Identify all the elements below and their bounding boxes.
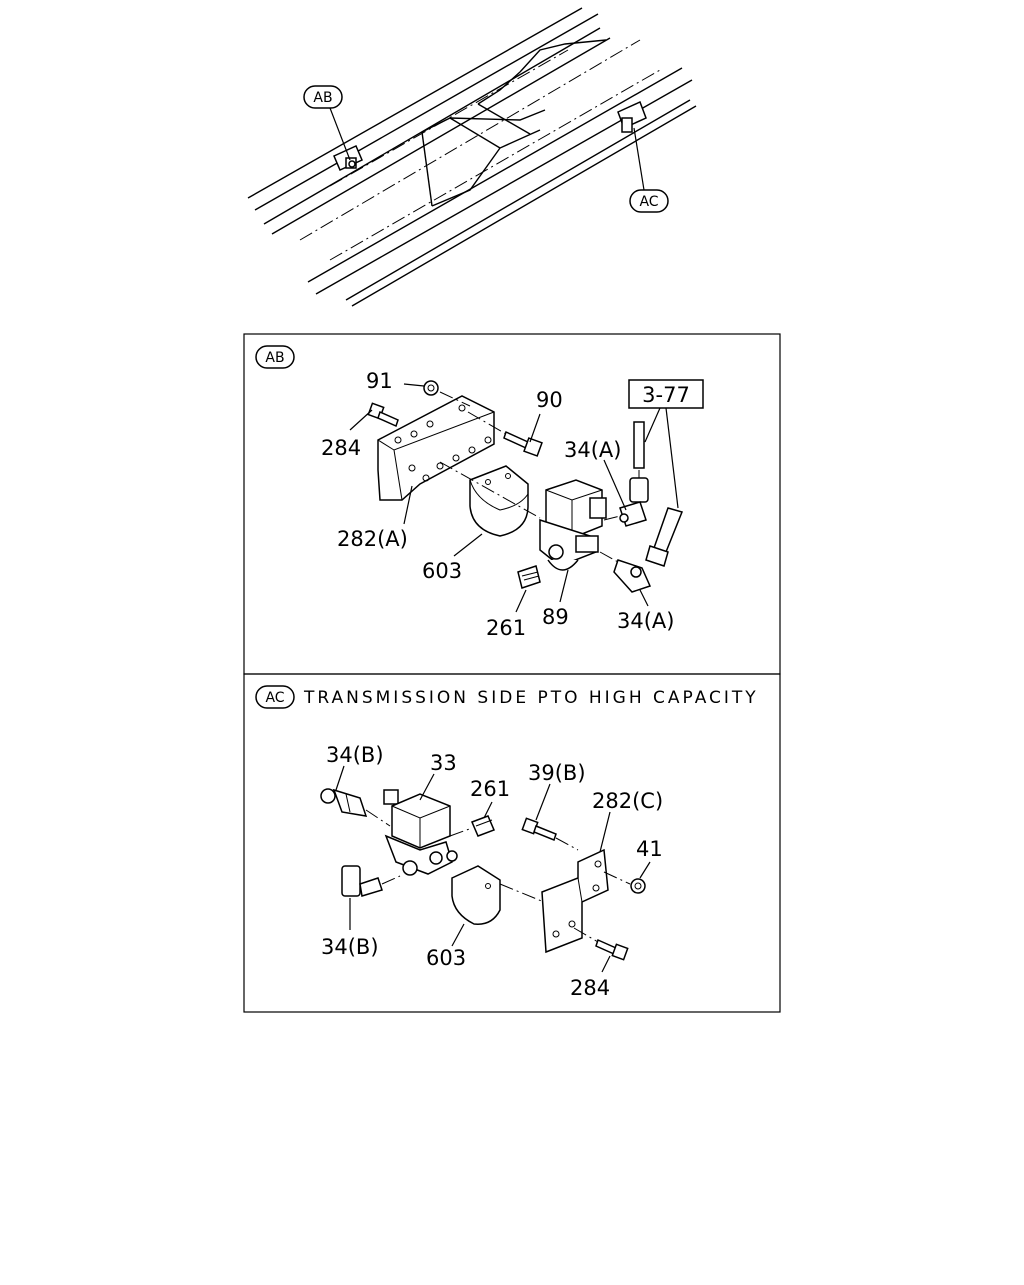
label-41: 41: [636, 837, 663, 861]
label-282a: 282(A): [337, 527, 408, 551]
detail-ab-tag: AB: [255, 345, 295, 369]
reference-box-3-77[interactable]: 3-77: [628, 379, 704, 409]
callout-ab[interactable]: AB: [303, 85, 343, 109]
label-261: 261: [486, 616, 526, 640]
label-34b-top: 34(B): [326, 743, 384, 767]
bolt-284: [367, 402, 399, 428]
chassis-frame-overview: AB AC: [247, 7, 697, 307]
elbow-34a-top: [619, 477, 649, 527]
svg-text:AB: AB: [265, 350, 284, 366]
elbow-34b-bottom: [341, 865, 383, 897]
clamp-603: [469, 465, 529, 537]
label-282c: 282(C): [592, 789, 663, 813]
label-34a-top: 34(A): [564, 438, 621, 462]
label-90: 90: [536, 388, 563, 412]
svg-text:AC: AC: [639, 194, 658, 210]
elbow-34a-bottom: [613, 559, 652, 593]
svg-text:AB: AB: [313, 90, 332, 106]
label-34b-bottom: 34(B): [321, 935, 379, 959]
bolt-90: [503, 430, 543, 457]
solenoid-valve-33: [383, 789, 458, 876]
bolt-284-ac: [595, 938, 629, 961]
label-261-ac: 261: [470, 777, 510, 801]
detail-ab-panel: AB 3-77: [243, 333, 781, 675]
callout-ac[interactable]: AC: [629, 189, 669, 213]
clamp-603-ac: [451, 865, 501, 925]
detail-ac-panel: AC TRANSMISSION SIDE PTO HIGH CAPACITY: [243, 673, 781, 1013]
elbow-34b-top: [320, 788, 368, 817]
detail-ac-tag: AC: [255, 685, 295, 709]
bracket-282c: [541, 848, 609, 954]
label-603-ac: 603: [426, 946, 466, 970]
detail-ac-title: TRANSMISSION SIDE PTO HIGH CAPACITY: [303, 688, 759, 708]
svg-text:3-77: 3-77: [642, 383, 690, 407]
label-89: 89: [542, 605, 569, 629]
label-33: 33: [430, 751, 457, 775]
label-603: 603: [422, 559, 462, 583]
plug-261: [517, 565, 541, 589]
nut-91: [423, 380, 439, 396]
label-284-ac: 284: [570, 976, 610, 1000]
label-284: 284: [321, 436, 361, 460]
svg-text:AC: AC: [265, 690, 284, 706]
bracket-ac-location: [617, 100, 647, 133]
bracket-282a: [377, 395, 495, 501]
bracket-ab-location: [333, 145, 363, 171]
solenoid-valve: [539, 479, 607, 571]
label-91: 91: [366, 369, 393, 393]
plug-261-ac: [471, 815, 495, 837]
nut-41: [630, 878, 646, 894]
bolt-39b: [521, 817, 557, 841]
label-39b: 39(B): [528, 761, 586, 785]
label-34a-bottom: 34(A): [617, 609, 674, 633]
